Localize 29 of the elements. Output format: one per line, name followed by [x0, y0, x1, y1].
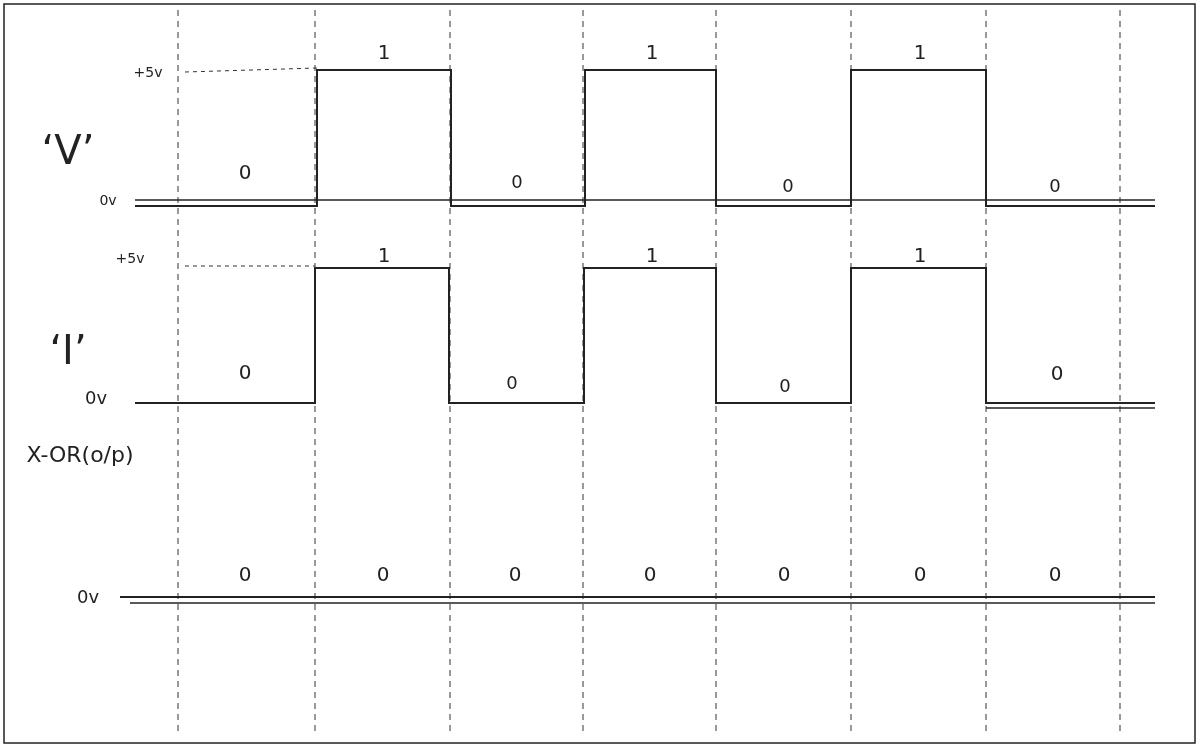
logic-level: 0	[506, 374, 518, 392]
voltage-label: +5v	[115, 251, 145, 265]
voltage-label: 0v	[99, 193, 117, 207]
logic-level: 1	[377, 42, 391, 62]
logic-level: 0	[238, 362, 252, 382]
logic-level: 1	[377, 245, 391, 265]
logic-level: 0	[643, 564, 657, 584]
logic-level: 0	[238, 564, 252, 584]
signal-name: X-OR(o/p)	[26, 444, 134, 466]
logic-level: 1	[913, 245, 927, 265]
logic-level: 0	[913, 564, 927, 584]
logic-level: 0	[782, 177, 794, 195]
signal-name: ‘I’	[49, 330, 87, 370]
logic-level: 0	[508, 564, 522, 584]
logic-level: 0	[1050, 363, 1064, 383]
logic-level: 0	[376, 564, 390, 584]
signal-name: ‘V’	[41, 130, 95, 170]
logic-level: 1	[913, 42, 927, 62]
logic-level: 0	[1049, 177, 1061, 195]
voltage-label: 0v	[84, 389, 108, 407]
voltage-label: 0v	[76, 588, 100, 606]
logic-level: 0	[511, 173, 523, 191]
logic-level: 1	[645, 42, 659, 62]
logic-level: 0	[1048, 564, 1062, 584]
voltage-label: +5v	[133, 65, 163, 79]
logic-level: 0	[777, 564, 791, 584]
logic-level: 1	[645, 245, 659, 265]
logic-level: 0	[238, 162, 252, 182]
logic-level: 0	[779, 377, 791, 395]
